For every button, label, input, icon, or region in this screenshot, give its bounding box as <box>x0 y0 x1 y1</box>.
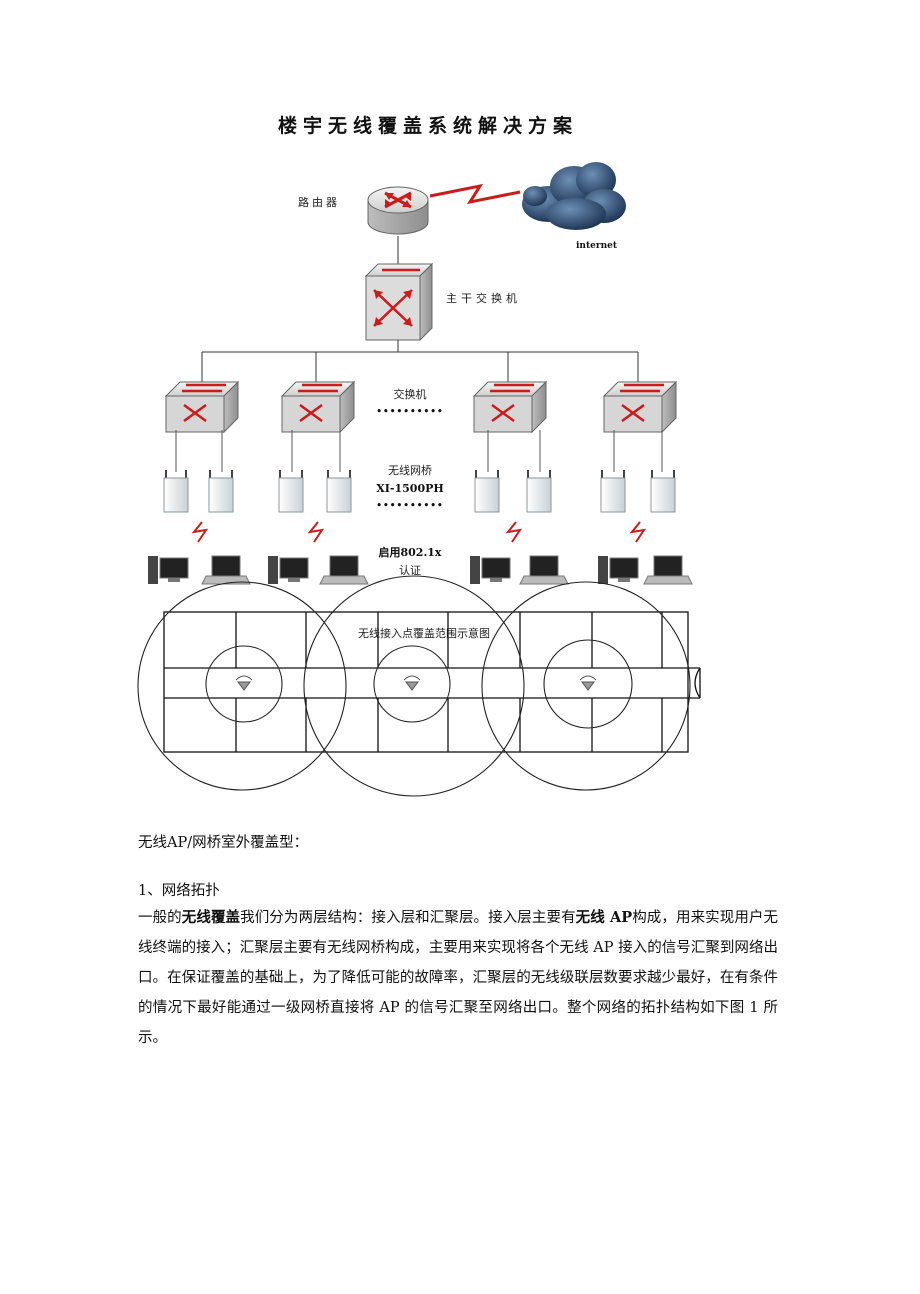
desktop-computer-icon <box>268 556 309 584</box>
wireless-bridge-icon <box>163 470 189 513</box>
wireless-bolt-icon <box>307 521 325 543</box>
distribution-bus <box>201 340 639 384</box>
laptop-icon <box>201 555 251 585</box>
wireless-bolt-icon <box>629 521 647 543</box>
coverage-floor-plan <box>163 611 701 753</box>
dotted-separator: •••••••••• <box>376 501 444 511</box>
wireless-bridge-icon <box>208 470 234 513</box>
laptop-icon <box>319 555 369 585</box>
wireless-bolt-icon <box>191 521 209 543</box>
wireless-bridge-icon <box>526 470 552 513</box>
wan-link-bolt-icon <box>429 183 521 205</box>
body-text-segment: 构成，用来实现用户无线终端的接入；汇聚层主要有无线网桥构成，主要用来实现将各个无… <box>138 910 779 1046</box>
body-text-segment: 一般的 <box>138 910 182 926</box>
router-label: 路由器 <box>298 195 340 209</box>
wireless-bridge-icon <box>650 470 676 513</box>
core-switch-label: 主干交换机 <box>446 291 521 305</box>
access-point-icon <box>403 675 421 691</box>
router-icon <box>367 186 429 235</box>
body-text-segment: 我们分为两层结构：接入层和汇聚层。接入层主要有 <box>240 910 576 926</box>
laptop-icon <box>643 555 693 585</box>
access-point-icon <box>579 675 597 691</box>
laptop-icon <box>519 555 569 585</box>
auth-label-line2: 认证 <box>399 564 421 577</box>
core-switch-icon <box>364 262 434 342</box>
body-bold-keyword: 无线覆盖 <box>181 909 241 926</box>
bridge-model: XI-1500PH <box>376 482 444 495</box>
dotted-separator: •••••••••• <box>376 407 444 417</box>
access-switch-icon <box>472 380 548 434</box>
access-switch-icon <box>164 380 240 434</box>
auth-label-line1: 启用802.1x <box>378 545 441 559</box>
desktop-computer-icon <box>470 556 511 584</box>
wireless-bridge-icon <box>600 470 626 513</box>
bridge-label: 无线网桥 <box>388 463 432 477</box>
desktop-computer-icon <box>148 556 189 584</box>
body-bold-keyword: 无线 AP <box>575 909 633 926</box>
wireless-bolt-icon <box>505 521 523 543</box>
access-switch-icon <box>602 380 678 434</box>
section-heading: 1、网络拓扑 <box>138 883 220 899</box>
switch-label: 交换机 <box>394 387 427 401</box>
internet-label: internet <box>576 241 618 251</box>
wireless-bridge-icon <box>326 470 352 513</box>
network-topology-diagram: 楼宇无线覆盖系统解决方案 路由器 internet <box>137 114 701 797</box>
diagram-title: 楼宇无线覆盖系统解决方案 <box>278 114 578 137</box>
coverage-label: 无线接入点覆盖范围示意图 <box>358 626 490 640</box>
wireless-bridge-icon <box>474 470 500 513</box>
switch-bridge-links <box>175 430 663 472</box>
internet-cloud-icon <box>522 162 626 230</box>
body-paragraph: 一般的无线覆盖我们分为两层结构：接入层和汇聚层。接入层主要有无线 AP构成，用来… <box>138 903 778 1053</box>
desktop-computer-icon <box>598 556 639 584</box>
access-point-icon <box>235 675 253 691</box>
access-switch-icon <box>280 380 356 434</box>
coverage-circles <box>137 575 691 797</box>
wireless-bridge-icon <box>278 470 304 513</box>
diagram-caption: 无线AP/网桥室外覆盖型： <box>138 835 309 851</box>
